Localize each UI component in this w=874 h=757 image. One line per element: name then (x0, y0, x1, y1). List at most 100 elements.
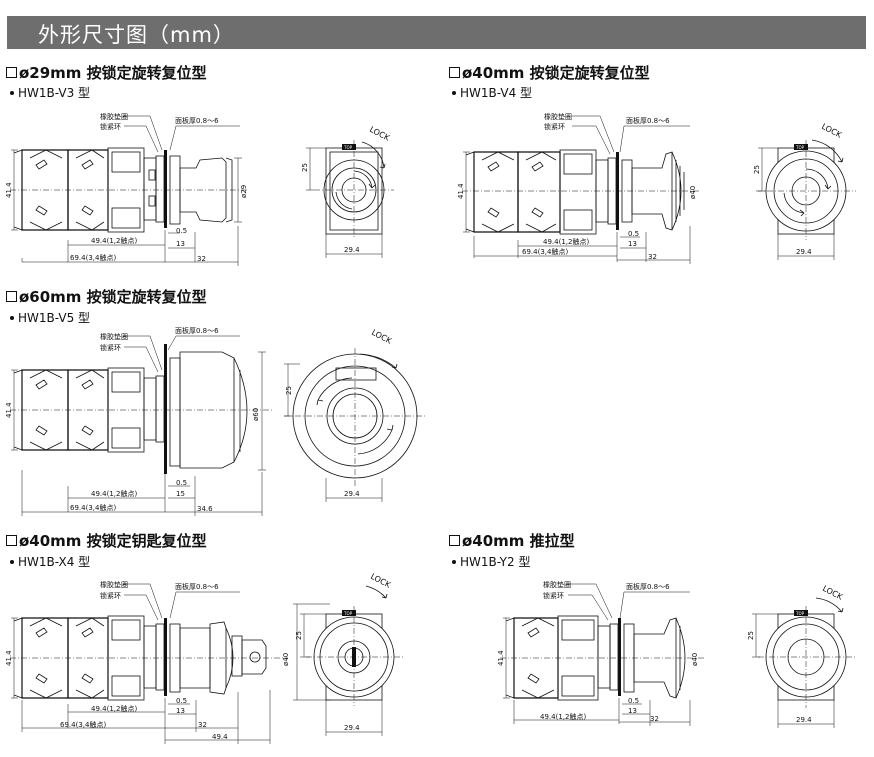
dim-d4: 13 (628, 240, 637, 248)
dim-d4: 13 (628, 707, 637, 715)
label-lock-ring: 锁紧环 (100, 343, 121, 352)
dim-d5: 32 (197, 255, 206, 263)
section-title-text: ø40mm 推拉型 (462, 532, 575, 550)
dim-d1: 49.4(1,2触点) (543, 237, 589, 246)
dim-d3: 0.5 (176, 697, 187, 705)
side-view-v5 (10, 344, 272, 474)
dim-diameter: ø29 (240, 185, 248, 198)
dim-diameter: ø40 (282, 653, 290, 666)
label-lock-ring: 锁紧环 (100, 591, 121, 600)
dim-front-w: 29.4 (344, 246, 360, 254)
dim-front-w: 29.4 (344, 724, 360, 732)
label-panel-thickness: 面板厚0.8～6 (175, 116, 219, 125)
model-text: HW1B-V4 型 (460, 86, 533, 100)
label-panel-thickness: 面板厚0.8～6 (626, 582, 670, 591)
dim-height: 41.4 (457, 183, 465, 199)
dim-d1: 49.4(1,2触点) (91, 489, 137, 498)
checkbox-square-icon (6, 535, 17, 546)
model-text: HW1B-V3 型 (18, 86, 91, 100)
section-title-v3: ø29mm 按锁定旋转复位型 (6, 62, 207, 83)
label-lock-ring: 锁紧环 (544, 122, 565, 131)
front-view-v4: TOP LOCK (756, 122, 856, 240)
model-y2: HW1B-Y2 型 (452, 553, 530, 570)
dim-height: 41.4 (497, 650, 505, 666)
checkbox-square-icon (6, 291, 17, 302)
dim-d3: 0.5 (628, 230, 639, 238)
dim-front-h: 25 (285, 386, 293, 395)
dim-d4: 15 (176, 490, 185, 498)
dim-d3: 0.5 (176, 227, 187, 235)
bullet-icon (10, 560, 14, 564)
dim-d3: 0.5 (628, 697, 639, 705)
label-panel-thickness: 面板厚0.8～6 (626, 116, 670, 125)
lock-label: LOCK (821, 584, 845, 602)
dim-diameter: ø40 (691, 653, 699, 666)
label-rubber-gasket: 橡胶垫圈 (100, 112, 128, 121)
section-title-text: ø60mm 按锁定旋转复位型 (19, 288, 207, 306)
model-text: HW1B-V5 型 (18, 311, 91, 325)
label-rubber-gasket: 橡胶垫圈 (544, 112, 572, 121)
dim-d4: 13 (176, 707, 185, 715)
dim-d3: 0.5 (176, 479, 187, 487)
dim-d5: 34.6 (197, 505, 213, 513)
bullet-icon (10, 316, 14, 320)
dim-front-w: 29.4 (344, 490, 360, 498)
front-view-y2: TOP LOCK (758, 584, 856, 708)
dim-diameter: ø60 (252, 408, 260, 421)
model-text: HW1B-X4 型 (18, 555, 91, 569)
side-view-y2 (500, 615, 706, 701)
header-title: 外形尺寸图（mm） (38, 23, 235, 47)
dim-d5: 32 (648, 253, 657, 261)
dim-d2: 69.4(3,4触点) (70, 503, 116, 512)
dim-front-h: 25 (747, 631, 755, 640)
bullet-icon (452, 560, 456, 564)
section-header: 外形尺寸图（mm） (7, 16, 866, 49)
front-view-x4: TOP LOCK (306, 572, 404, 706)
model-text: HW1B-Y2 型 (460, 555, 531, 569)
dim-front-h: 25 (295, 631, 303, 640)
dim-d2: 69.4(3,4触点) (522, 247, 568, 256)
dim-front-w: 29.4 (796, 248, 812, 256)
section-title-text: ø40mm 按锁定钥匙复位型 (19, 532, 207, 550)
label-panel-thickness: 面板厚0.8～6 (175, 582, 219, 591)
label-lock-ring: 锁紧环 (100, 122, 121, 131)
model-v5: HW1B-V5 型 (10, 309, 90, 326)
dim-d5: 32 (650, 715, 659, 723)
top-mark: TOP (343, 145, 353, 150)
bullet-icon (10, 91, 14, 95)
dim-front-h: 25 (301, 163, 309, 172)
model-v4: HW1B-V4 型 (452, 84, 532, 101)
bullet-icon (452, 91, 456, 95)
dim-d2: 69.4(3,4触点) (70, 253, 116, 262)
side-view-v4 (462, 149, 700, 235)
dim-d1: 49.4(1,2触点) (91, 704, 137, 713)
side-view-x4 (10, 615, 288, 701)
dim-diameter: ø40 (689, 186, 697, 199)
label-rubber-gasket: 橡胶垫圈 (543, 580, 571, 589)
dim-d4: 13 (176, 240, 185, 248)
dim-d5: 32 (198, 721, 207, 729)
model-x4: HW1B-X4 型 (10, 553, 90, 570)
dim-height: 41.4 (5, 650, 13, 666)
label-rubber-gasket: 橡胶垫圈 (100, 332, 128, 341)
section-title-x4: ø40mm 按锁定钥匙复位型 (6, 530, 207, 551)
top-mark: TOP (795, 611, 805, 616)
section-title-y2: ø40mm 推拉型 (449, 530, 575, 551)
section-title-v4: ø40mm 按锁定旋转复位型 (449, 62, 650, 83)
section-title-v5: ø60mm 按锁定旋转复位型 (6, 286, 207, 307)
checkbox-square-icon (6, 67, 17, 78)
dim-height: 41.4 (5, 402, 13, 418)
dim-front-h: 25 (753, 165, 761, 174)
model-v3: HW1B-V3 型 (10, 84, 90, 101)
dim-front-w: 29.4 (796, 716, 812, 724)
label-panel-thickness: 面板厚0.8～6 (175, 326, 219, 335)
label-lock-ring: 锁紧环 (543, 591, 564, 600)
section-title-text: ø40mm 按锁定旋转复位型 (462, 64, 650, 82)
label-rubber-gasket: 橡胶垫圈 (100, 580, 128, 589)
top-mark: TOP (795, 145, 805, 150)
side-view-v3 (10, 147, 248, 233)
